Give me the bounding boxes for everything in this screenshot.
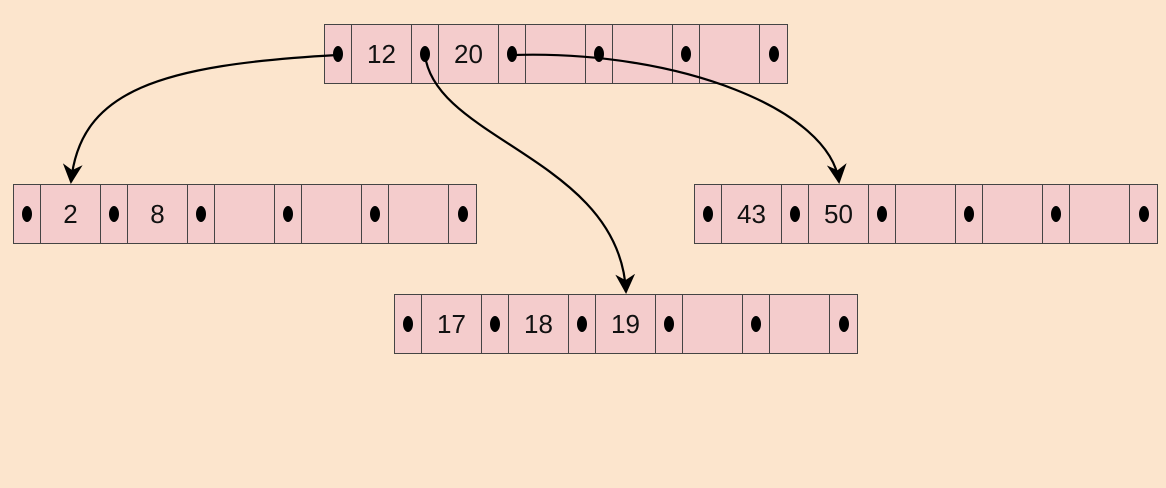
child-pointer-4	[743, 295, 770, 353]
btree-middle-node: 17 18 19	[394, 294, 858, 354]
pointer-dot-icon	[838, 316, 849, 332]
child-pointer-4	[362, 185, 389, 243]
pointer-dot-icon	[333, 46, 343, 62]
pointer-dot-icon	[768, 46, 779, 62]
key-cell	[215, 185, 275, 243]
child-pointer-3	[586, 25, 613, 83]
arrow-root-to-middle	[423, 54, 636, 294]
pointer-dot-icon	[751, 316, 761, 332]
key-cell	[613, 25, 673, 83]
pointer-dot-icon	[790, 206, 800, 222]
child-pointer-5	[449, 185, 476, 243]
arrow-root-to-left	[62, 53, 338, 184]
child-pointer-4	[673, 25, 700, 83]
key-cell: 17	[422, 295, 482, 353]
pointer-dot-icon	[370, 206, 380, 222]
child-pointer-2	[569, 295, 596, 353]
child-pointer-4	[1043, 185, 1070, 243]
key-cell: 20	[439, 25, 499, 83]
pointer-dot-icon	[507, 46, 517, 62]
child-pointer-3	[956, 185, 983, 243]
key-cell: 50	[809, 185, 869, 243]
key-cell	[770, 295, 830, 353]
pointer-dot-icon	[196, 206, 206, 222]
key-cell	[683, 295, 743, 353]
pointer-dot-icon	[964, 206, 974, 222]
child-pointer-0	[695, 185, 722, 243]
key-cell: 2	[41, 185, 101, 243]
key-cell: 43	[722, 185, 782, 243]
child-pointer-5	[830, 295, 857, 353]
pointer-dot-icon	[594, 46, 604, 62]
child-pointer-2	[869, 185, 896, 243]
child-pointer-1	[482, 295, 509, 353]
child-pointer-2	[188, 185, 215, 243]
pointer-dot-icon	[681, 46, 691, 62]
pointer-dot-icon	[703, 206, 713, 222]
child-pointer-5	[1130, 185, 1157, 243]
child-pointer-0	[14, 185, 41, 243]
child-pointer-3	[656, 295, 683, 353]
pointer-dot-icon	[1051, 206, 1061, 222]
key-cell: 8	[128, 185, 188, 243]
btree-left-node: 2 8	[13, 184, 477, 244]
pointer-dot-icon	[490, 316, 500, 332]
pointer-dot-icon	[1138, 206, 1149, 222]
child-pointer-3	[275, 185, 302, 243]
pointer-dot-icon	[403, 316, 413, 332]
pointer-dot-icon	[877, 206, 887, 222]
child-pointer-0	[395, 295, 422, 353]
child-pointer-1	[782, 185, 809, 243]
key-cell	[700, 25, 760, 83]
key-cell	[302, 185, 362, 243]
pointer-dot-icon	[283, 206, 293, 222]
pointer-dot-icon	[664, 316, 674, 332]
pointer-dot-icon	[577, 316, 587, 332]
key-cell	[896, 185, 956, 243]
key-cell: 18	[509, 295, 569, 353]
pointer-dot-icon	[109, 206, 119, 222]
key-cell	[389, 185, 449, 243]
key-cell: 19	[596, 295, 656, 353]
child-pointer-1	[412, 25, 439, 83]
key-cell	[526, 25, 586, 83]
key-cell: 12	[352, 25, 412, 83]
pointer-dot-icon	[457, 206, 468, 222]
btree-right-node: 43 50	[694, 184, 1158, 244]
pointer-dot-icon	[420, 46, 430, 62]
key-cell	[983, 185, 1043, 243]
key-cell	[1070, 185, 1130, 243]
pointer-dot-icon	[22, 206, 32, 222]
child-pointer-0	[325, 25, 352, 83]
child-pointer-1	[101, 185, 128, 243]
child-pointer-5	[760, 25, 787, 83]
arrow-root-to-right	[512, 53, 847, 184]
